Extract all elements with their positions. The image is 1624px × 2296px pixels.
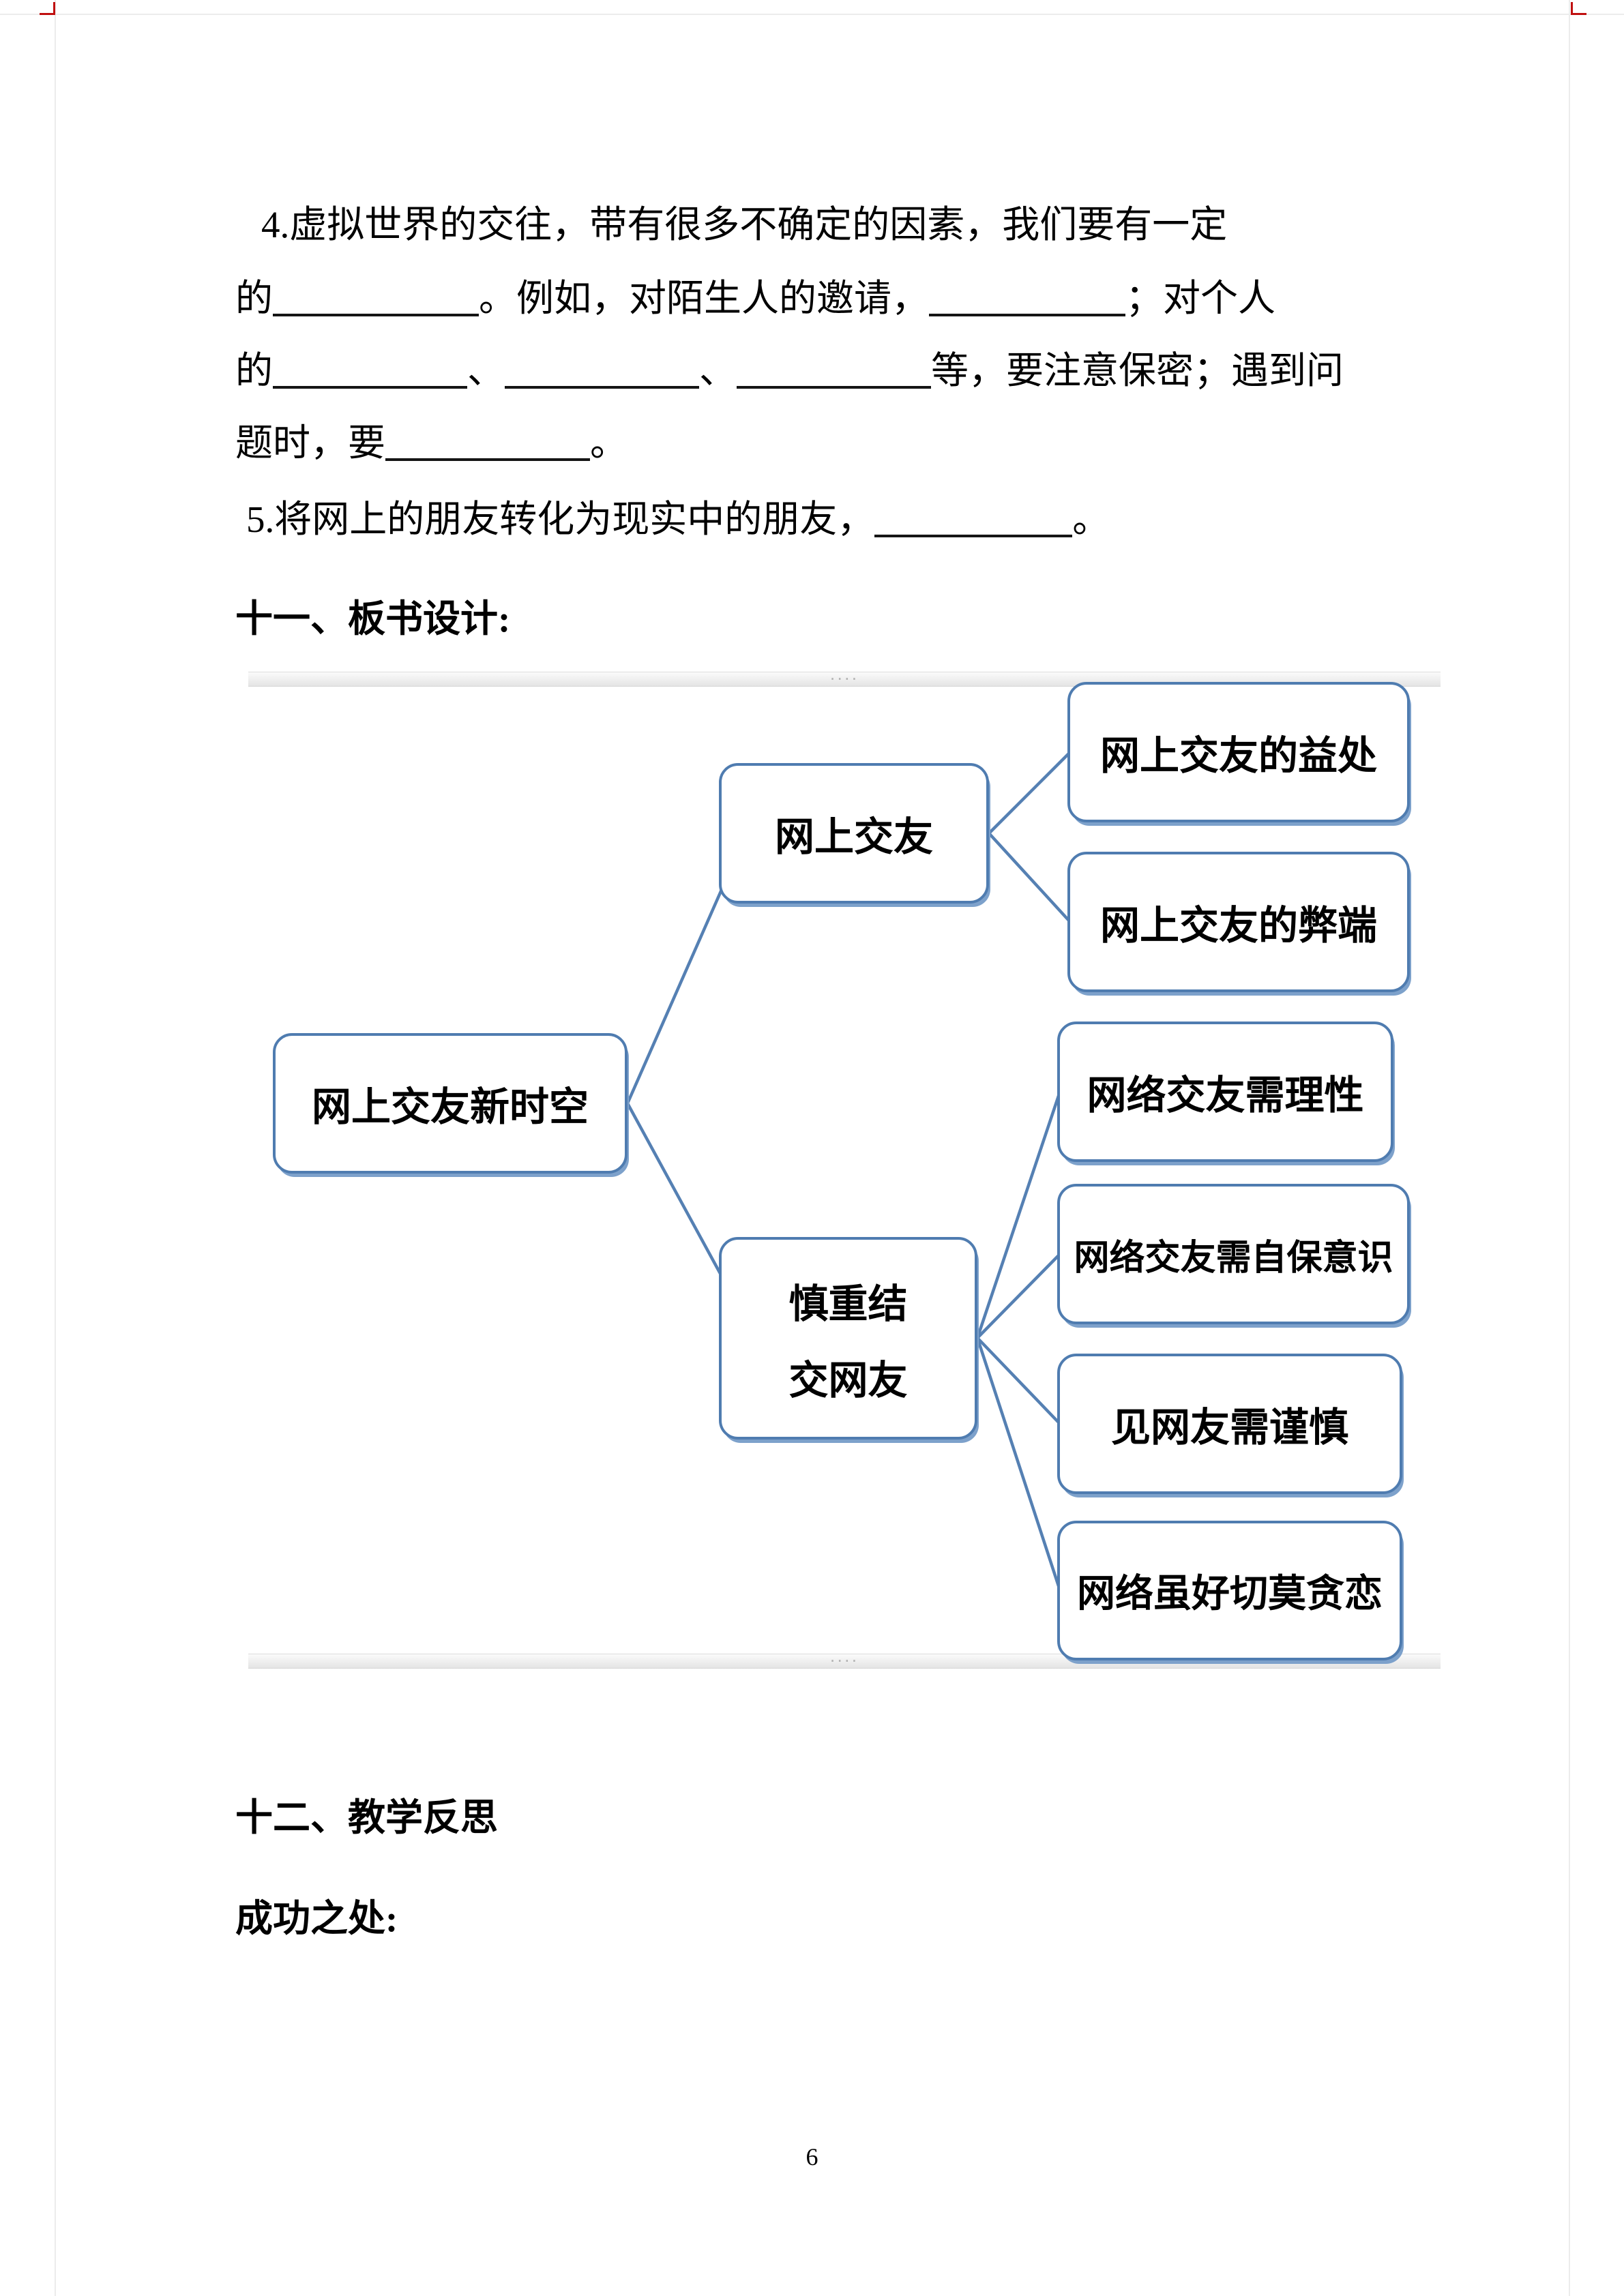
node-benefits: 网上交友的益处 <box>1067 682 1410 822</box>
q4-text-2a: 的 <box>235 278 274 319</box>
heading-teaching-reflection: 十二、教学反思 <box>235 1797 499 1838</box>
fill-blank <box>273 280 479 316</box>
question-4-line-4: 题时，要 。 <box>235 417 1395 490</box>
page-number: 6 <box>806 2143 818 2171</box>
node-branch2-label-line1: 慎重结 <box>788 1281 908 1326</box>
question-4-line-2: 的 。例如，对陌生人的邀请， ；对个人 <box>235 273 1395 345</box>
node-branch-careful-friending: 慎重结 交网友 <box>719 1237 977 1440</box>
connector-line <box>976 1253 1061 1339</box>
node-no-greed: 网络虽好切莫贪恋 <box>1057 1521 1402 1660</box>
q4-text-4a: 题时，要 <box>235 422 386 464</box>
fill-blank <box>273 352 468 389</box>
q4-text-1: 4.虚拟世界的交往，带有很多不确定的因素，我们要有一定 <box>261 204 1228 245</box>
connector-line <box>975 1091 1062 1339</box>
node-branch1-label: 网上交友 <box>774 815 933 859</box>
node-branch2-label-line2: 交网友 <box>788 1358 908 1403</box>
q4-text-2c: ；对个人 <box>1125 278 1276 319</box>
page-right-guide-line <box>1569 0 1570 2296</box>
node-meeting-caution: 见网友需谨慎 <box>1057 1354 1402 1494</box>
connector-line <box>975 1337 1062 1591</box>
node-no-greed-label: 网络虽好切莫贪恋 <box>1077 1572 1383 1615</box>
node-benefits-label: 网上交友的益处 <box>1099 734 1377 778</box>
q4-text-3d: 等，要注意保密；遇到问 <box>931 350 1344 391</box>
node-rationality: 网络交友需理性 <box>1057 1022 1393 1162</box>
fill-blank <box>385 424 591 461</box>
connector-line <box>976 1337 1061 1425</box>
node-drawbacks: 网上交友的弊端 <box>1067 852 1410 992</box>
heading-success-points: 成功之处: <box>235 1898 398 1939</box>
q4-text-2b: 。例如，对陌生人的邀请， <box>479 278 930 319</box>
node-root-label: 网上交友新时空 <box>311 1085 589 1129</box>
node-self-protection: 网络交友需自保意识 <box>1057 1184 1410 1324</box>
q5-text-a: 5.将网上的朋友转化为现实中的朋友， <box>246 498 875 540</box>
fill-blank <box>929 280 1126 316</box>
fill-blank <box>505 352 700 389</box>
connector-lines <box>625 751 1072 1591</box>
crop-mark-top-right-icon <box>1571 2 1586 15</box>
q5-text-b: 。 <box>1072 498 1110 540</box>
fill-blank <box>874 501 1073 537</box>
q4-text-4b: 。 <box>590 422 628 464</box>
node-branch-online-friendship: 网上交友 <box>719 763 989 904</box>
node-self-protection-label: 网络交友需自保意识 <box>1074 1238 1393 1278</box>
board-design-diagram[interactable]: ···· ···· 网上交友新时空 网上交友 慎重结 交网友 <box>248 671 1441 1682</box>
connector-line <box>626 1102 724 1280</box>
page-top-guide-line <box>0 14 1624 15</box>
node-rationality-label: 网络交友需理性 <box>1087 1073 1364 1118</box>
question-4-line-1: 4.虚拟世界的交往，带有很多不确定的因素，我们要有一定 <box>235 199 1421 271</box>
q4-text-3a: 的 <box>235 350 274 391</box>
node-drawbacks-label: 网上交友的弊端 <box>1099 904 1377 948</box>
connector-line <box>625 886 725 1104</box>
question-5-line: 5.将网上的朋友转化为现实中的朋友， 。 <box>235 494 1406 566</box>
crop-mark-top-left-icon <box>40 2 55 15</box>
heading-board-design: 十一、板书设计: <box>235 598 511 640</box>
q4-text-3c: 、 <box>699 350 737 391</box>
page-left-guide-line <box>55 0 56 2296</box>
node-meeting-caution-label: 见网友需谨慎 <box>1110 1405 1348 1450</box>
question-4-line-3: 的 、 、 等，要注意保密；遇到问 <box>235 345 1395 417</box>
node-root: 网上交友新时空 <box>273 1033 628 1174</box>
connector-line <box>988 751 1072 835</box>
q4-text-3b: 、 <box>467 350 505 391</box>
connector-line <box>988 832 1072 923</box>
fill-blank <box>737 352 932 389</box>
